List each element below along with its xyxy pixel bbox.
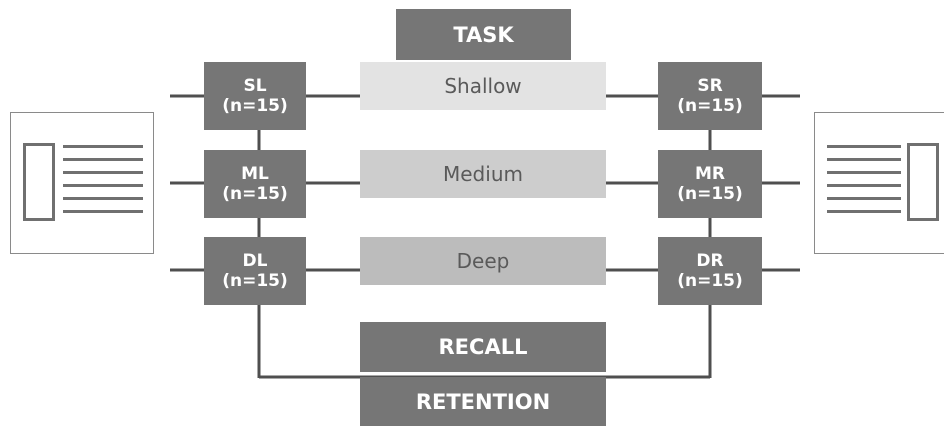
condition-code: DL [242,250,268,271]
condition-box-dl: DL (n=15) [204,237,306,305]
condition-n: (n=15) [677,271,743,291]
document-layout-left-icon [10,112,154,254]
condition-code: SL [243,75,267,96]
condition-n: (n=15) [222,96,288,116]
condition-code: SR [697,75,723,96]
condition-code: MR [694,163,725,184]
recall-label: RECALL [438,335,528,359]
condition-n: (n=15) [677,184,743,204]
condition-code: DR [696,250,724,271]
condition-n: (n=15) [222,184,288,204]
condition-box-sl: SL (n=15) [204,62,306,130]
document-layout-right-icon [814,112,944,254]
condition-n: (n=15) [677,96,743,116]
condition-box-ml: ML (n=15) [204,150,306,218]
condition-box-sr: SR (n=15) [658,62,762,130]
retention-box: RETENTION [360,377,606,426]
level-shallow-bar: Shallow [360,62,606,110]
level-deep-label: Deep [456,249,510,273]
task-box: TASK [396,9,571,60]
level-medium-bar: Medium [360,150,606,198]
recall-box: RECALL [360,322,606,372]
condition-n: (n=15) [222,271,288,291]
level-shallow-label: Shallow [444,74,522,98]
task-label: TASK [453,22,514,47]
condition-box-dr: DR (n=15) [658,237,762,305]
level-medium-label: Medium [443,162,523,186]
retention-label: RETENTION [415,389,551,414]
condition-box-mr: MR (n=15) [658,150,762,218]
condition-code: ML [241,163,269,184]
level-deep-bar: Deep [360,237,606,285]
